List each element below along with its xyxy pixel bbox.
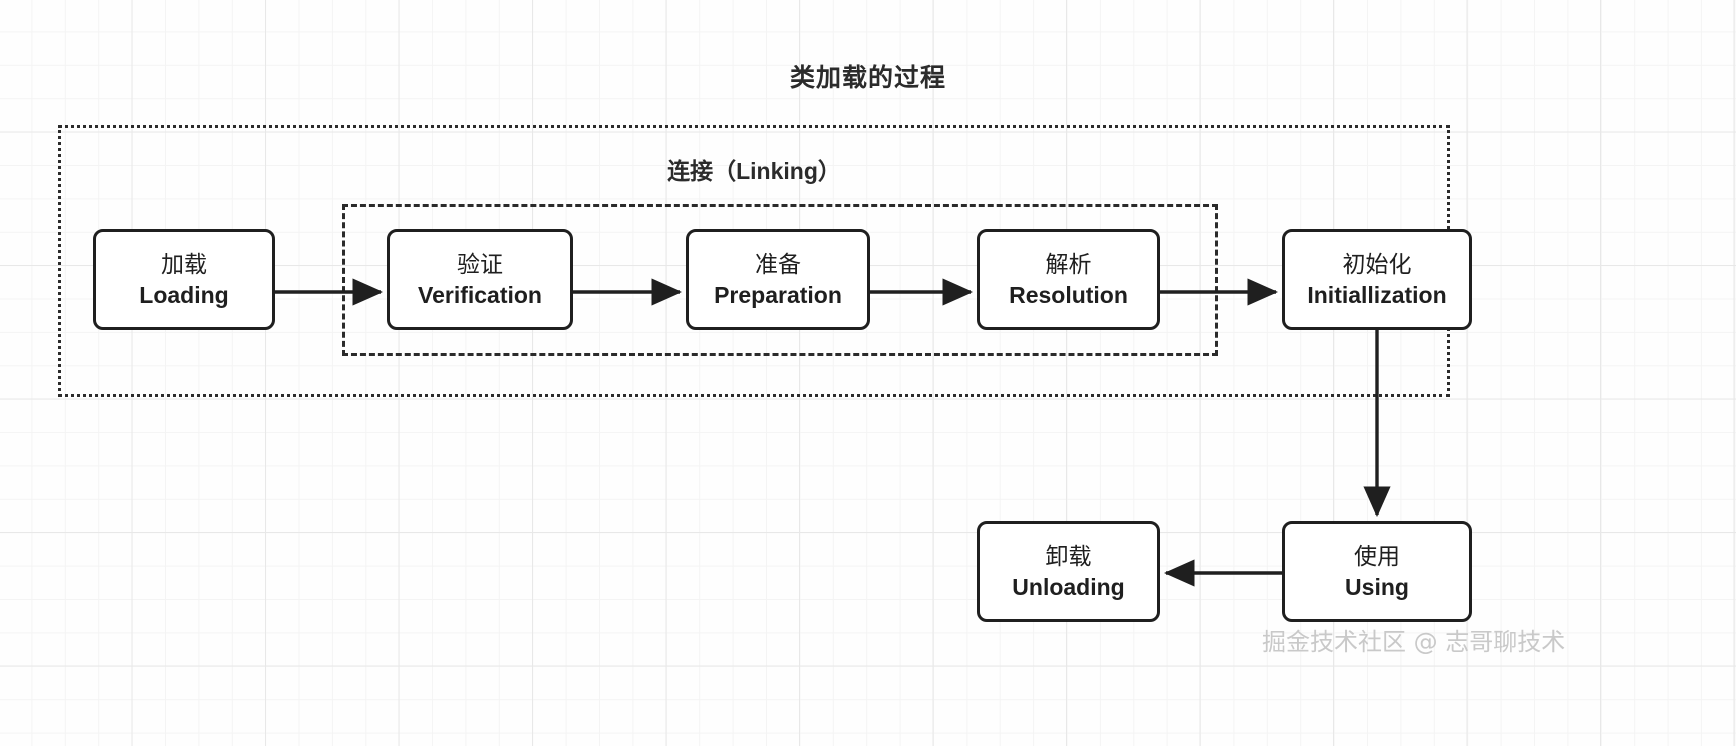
node-unloading-en: Unloading	[1012, 573, 1125, 600]
node-resolution[interactable]: 解析 Resolution	[977, 229, 1160, 330]
page-title: 类加载的过程	[789, 64, 946, 92]
watermark: 掘金技术社区 @ 志哥聊技术	[1262, 628, 1566, 656]
node-resolution-en: Resolution	[1009, 281, 1128, 308]
node-loading-cn: 加载	[161, 250, 207, 277]
group-linking-label: 连接（Linking）	[667, 158, 841, 184]
node-initialization-cn: 初始化	[1342, 250, 1412, 277]
node-verification[interactable]: 验证 Verification	[387, 229, 573, 330]
node-unloading[interactable]: 卸载 Unloading	[977, 521, 1160, 622]
node-using-cn: 使用	[1354, 542, 1400, 569]
node-initialization[interactable]: 初始化 Initiallization	[1282, 229, 1472, 330]
node-loading-en: Loading	[139, 281, 229, 308]
node-using-en: Using	[1345, 573, 1409, 600]
node-preparation-cn: 准备	[755, 250, 801, 277]
group-linking	[342, 204, 1218, 356]
node-preparation[interactable]: 准备 Preparation	[686, 229, 870, 330]
node-initialization-en: Initiallization	[1307, 281, 1447, 308]
node-using[interactable]: 使用 Using	[1282, 521, 1472, 622]
node-verification-en: Verification	[418, 281, 542, 308]
node-unloading-cn: 卸载	[1045, 542, 1092, 569]
node-preparation-en: Preparation	[714, 281, 842, 308]
node-verification-cn: 验证	[457, 250, 503, 277]
node-resolution-cn: 解析	[1045, 250, 1092, 277]
node-loading[interactable]: 加载 Loading	[93, 229, 275, 330]
